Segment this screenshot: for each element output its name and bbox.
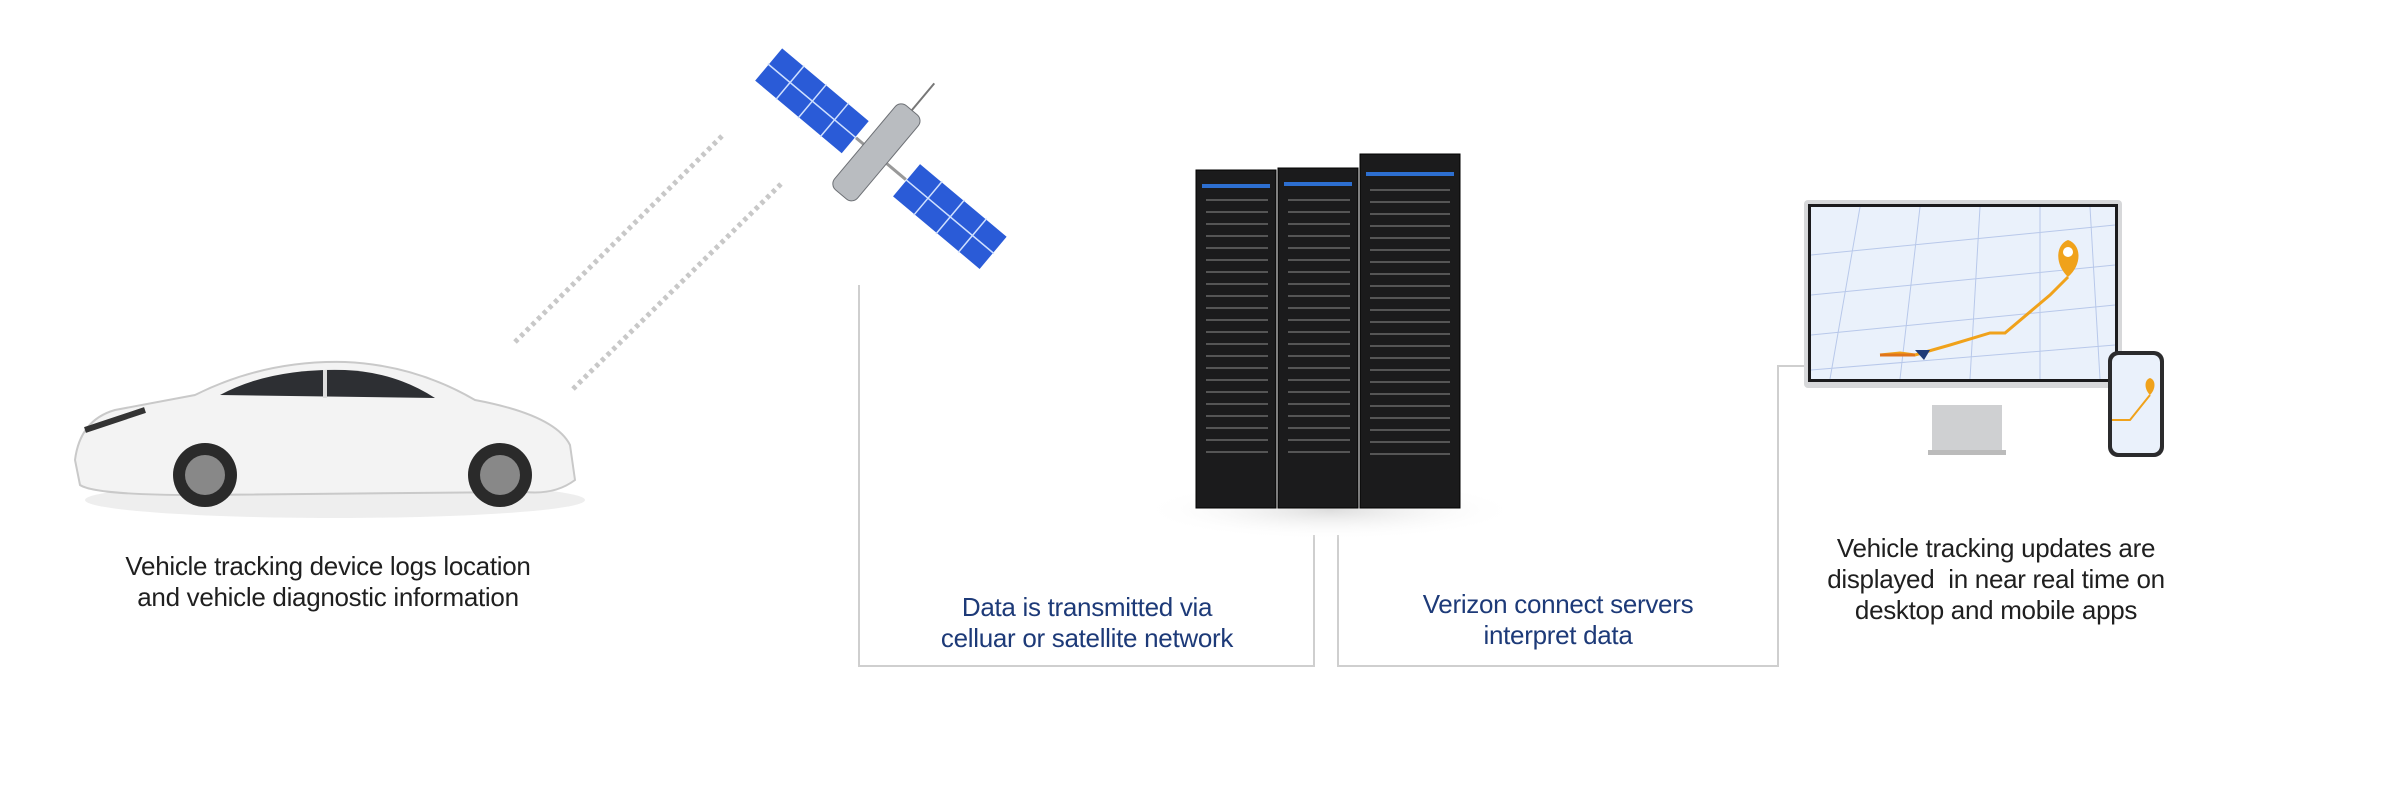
step-3-caption: Verizon connect servers interpret data bbox=[1340, 589, 1776, 651]
caption-line: interpret data bbox=[1483, 620, 1633, 650]
connector-line bbox=[1313, 535, 1315, 667]
caption-line: Data is transmitted via bbox=[961, 592, 1213, 622]
connector-line bbox=[1777, 365, 1805, 367]
step-2-caption: Data is transmitted via celluar or satel… bbox=[880, 592, 1294, 654]
caption-line: celluar or satellite network bbox=[940, 623, 1234, 653]
caption-line: Vehicle tracking updates are bbox=[1836, 533, 2156, 563]
connector-line bbox=[858, 665, 1314, 667]
step-4-caption: Vehicle tracking updates are displayed i… bbox=[1780, 533, 2212, 626]
monitor-phone-illustration bbox=[1804, 200, 2164, 457]
connector-line bbox=[1337, 665, 1779, 667]
satellite-illustration bbox=[752, 45, 1010, 272]
connector-line bbox=[858, 285, 860, 666]
server-racks-illustration bbox=[1140, 153, 1520, 540]
step-1-caption: Vehicle tracking device logs location an… bbox=[78, 551, 578, 613]
car-illustration bbox=[73, 360, 585, 518]
connector-line bbox=[1337, 535, 1339, 667]
caption-line: and vehicle diagnostic information bbox=[137, 582, 519, 612]
connector-line bbox=[1777, 365, 1779, 667]
caption-line: displayed in near real time on bbox=[1827, 564, 2165, 594]
caption-line: desktop and mobile apps bbox=[1854, 595, 2138, 625]
caption-line: Verizon connect servers bbox=[1422, 589, 1694, 619]
caption-line: Vehicle tracking device logs location bbox=[125, 551, 531, 581]
